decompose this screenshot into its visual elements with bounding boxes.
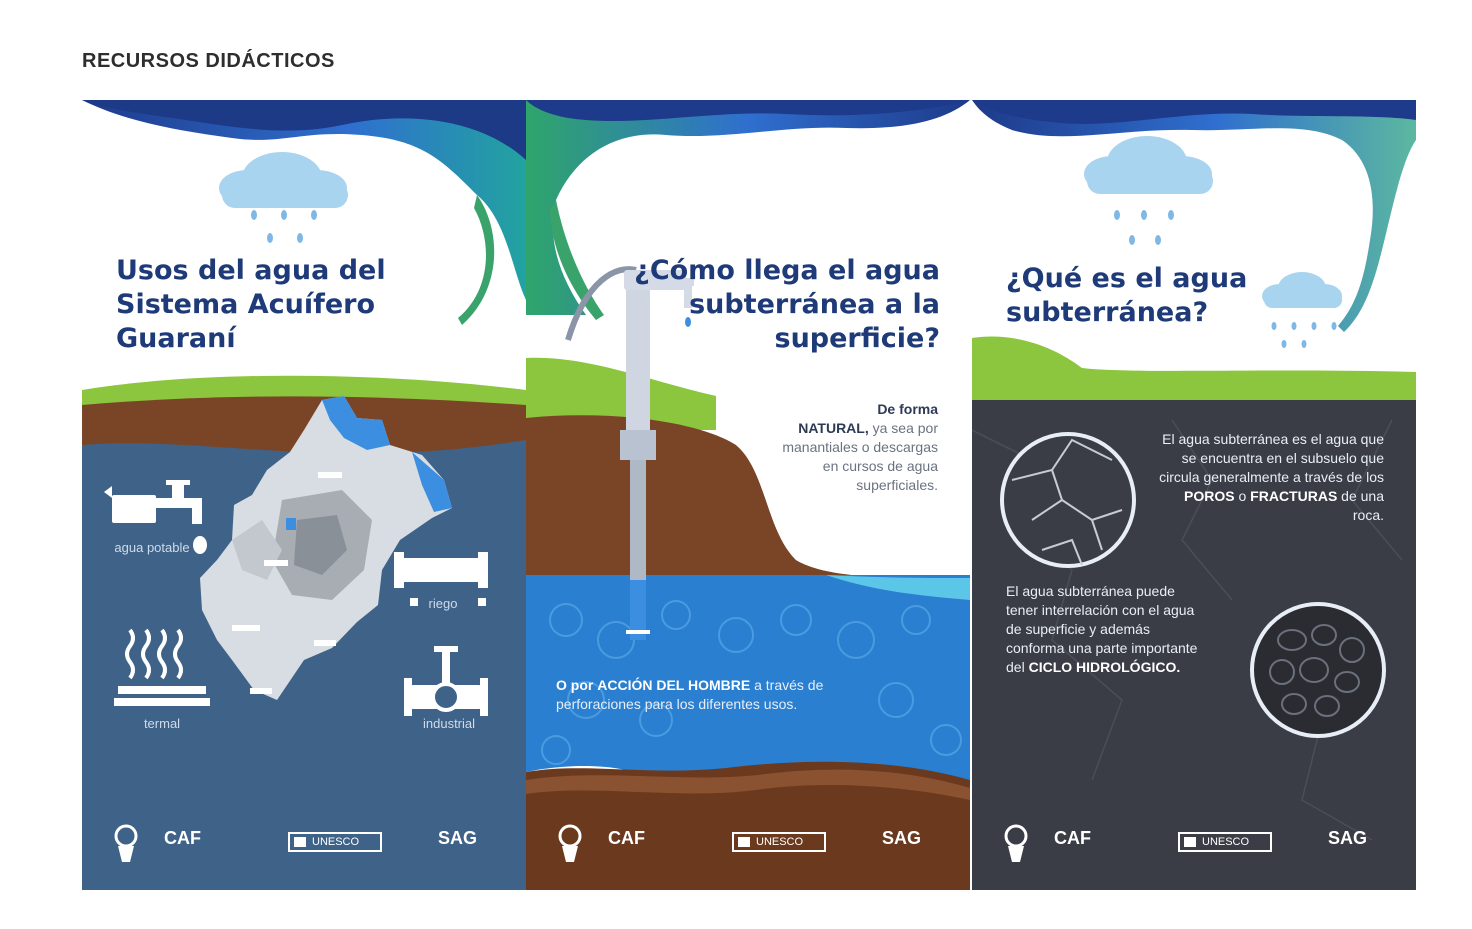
definition-fracturas: FRACTURAS (1250, 488, 1338, 504)
logo-caf: CAF (1054, 828, 1091, 848)
logo-sag: SAG (438, 828, 478, 848)
cloud-icon (219, 152, 348, 208)
logo-caf: CAF (164, 828, 201, 848)
definition-mid: o (1238, 488, 1247, 504)
label-agua-potable: agua potable (114, 540, 190, 555)
relation-main: El agua subterránea puede tener interrel… (1006, 583, 1198, 675)
human-strong: ACCIÓN DEL HOMBRE (597, 677, 751, 693)
poster-1-background (82, 100, 526, 890)
sag-emblem-icon (1004, 824, 1028, 862)
steam-icon (125, 628, 183, 680)
small-cloud-icon (1262, 272, 1342, 308)
definition-poros: POROS (1184, 488, 1235, 504)
poster-3-background (972, 100, 1416, 890)
faucet-icon (104, 480, 207, 554)
definition-main: El agua subterránea es el agua que se en… (1159, 431, 1384, 485)
industrial-valve-icon (404, 646, 488, 716)
section-title: RECURSOS DIDÁCTICOS (82, 50, 335, 72)
pipe-icon (394, 552, 488, 606)
sag-emblem-icon (558, 824, 582, 862)
natural-lead: De forma (877, 401, 938, 417)
logo-sag: SAG (882, 828, 922, 848)
logo-unesco: UNESCO (732, 832, 826, 852)
poster-usos-del-agua[interactable]: Usos del agua del Sistema Acuífero Guara… (82, 100, 526, 890)
natural-description: De forma NATURAL, ya sea por manantiales… (766, 400, 938, 495)
definition-text: El agua subterránea es el agua que se en… (1158, 430, 1384, 525)
human-rest: a través de perforaciones para los difer… (556, 677, 824, 712)
poster-como-llega-el-agua[interactable]: ¿Cómo llega el agua subterránea a la sup… (526, 100, 970, 890)
fractures-circle (1000, 432, 1136, 568)
water-pump-icon (565, 266, 694, 640)
poster-3-logos: CAF UNESCO SAG (972, 818, 1416, 868)
poster-2-logos: CAF UNESCO SAG (526, 818, 970, 868)
relation-text: El agua subterránea puede tener interrel… (1006, 582, 1206, 677)
logo-unesco: UNESCO (288, 832, 382, 852)
poster-1-logos: CAF UNESCO SAG (82, 818, 526, 868)
logo-caf: CAF (608, 828, 645, 848)
human-description: O por ACCIÓN DEL HOMBRE a través de perf… (556, 676, 856, 714)
label-industrial: industrial (422, 716, 476, 731)
poster-que-es-el-agua[interactable]: ¿Qué es el agua subterránea? El agua sub… (972, 100, 1416, 890)
rain-drops-icon (1114, 210, 1174, 245)
label-riego: riego (428, 596, 458, 611)
logo-sag: SAG (1328, 828, 1368, 848)
poster-3-title: ¿Qué es el agua subterránea? (1006, 263, 1248, 328)
rain-drops-icon (251, 210, 317, 243)
label-termal: termal (143, 716, 181, 731)
sag-emblem-icon (114, 824, 138, 862)
logo-unesco: UNESCO (1178, 832, 1272, 852)
natural-rest: ya sea por manantiales o descargas en cu… (782, 420, 938, 493)
relation-strong: CICLO HIDROLÓGICO. (1028, 659, 1181, 675)
aquifer-texture (541, 600, 962, 765)
natural-strong: NATURAL, (798, 420, 869, 436)
poster-2-title: ¿Cómo llega el agua subterránea a la sup… (634, 255, 940, 354)
poster-1-title: Usos del agua del Sistema Acuífero Guara… (116, 255, 386, 354)
definition-end: de una roca. (1341, 488, 1384, 523)
poster-2-background (526, 100, 970, 890)
pores-circle (1250, 602, 1386, 738)
human-lead: O por (556, 677, 594, 693)
cloud-icon (1084, 136, 1213, 194)
